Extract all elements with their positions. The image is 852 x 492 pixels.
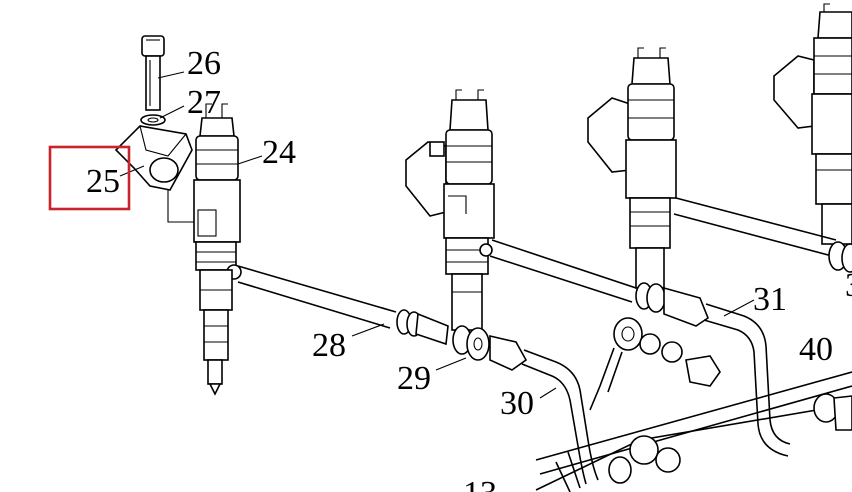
clamp-bracket-part[interactable] [114, 125, 200, 223]
injector-2[interactable] [405, 89, 495, 331]
callout-30: 30 [500, 385, 534, 422]
fitting-assembly[interactable] [589, 317, 721, 411]
pipe-30[interactable] [521, 349, 599, 485]
injector-3[interactable] [587, 47, 677, 289]
screw-part[interactable] [141, 35, 165, 111]
callout-25: 25 [86, 163, 120, 200]
callout-40: 40 [799, 331, 833, 368]
leader-lines [119, 71, 755, 399]
highlight-box [48, 145, 131, 211]
pipe-31[interactable] [489, 239, 791, 457]
callout-27: 27 [187, 84, 221, 121]
connector-29[interactable] [452, 325, 528, 371]
fuel-rail[interactable] [535, 371, 852, 492]
callout-28: 28 [312, 327, 346, 364]
callout-13: 13 [463, 475, 497, 492]
callout-29: 29 [397, 360, 431, 397]
callout-3: 3 [845, 267, 852, 304]
callout-31: 31 [753, 281, 787, 318]
washer-part[interactable] [140, 114, 166, 126]
pipe-28[interactable] [237, 265, 449, 346]
callout-26: 26 [187, 45, 221, 82]
callout-24: 24 [262, 134, 296, 171]
injector-1[interactable] [193, 103, 242, 396]
injector-4[interactable] [673, 3, 852, 273]
